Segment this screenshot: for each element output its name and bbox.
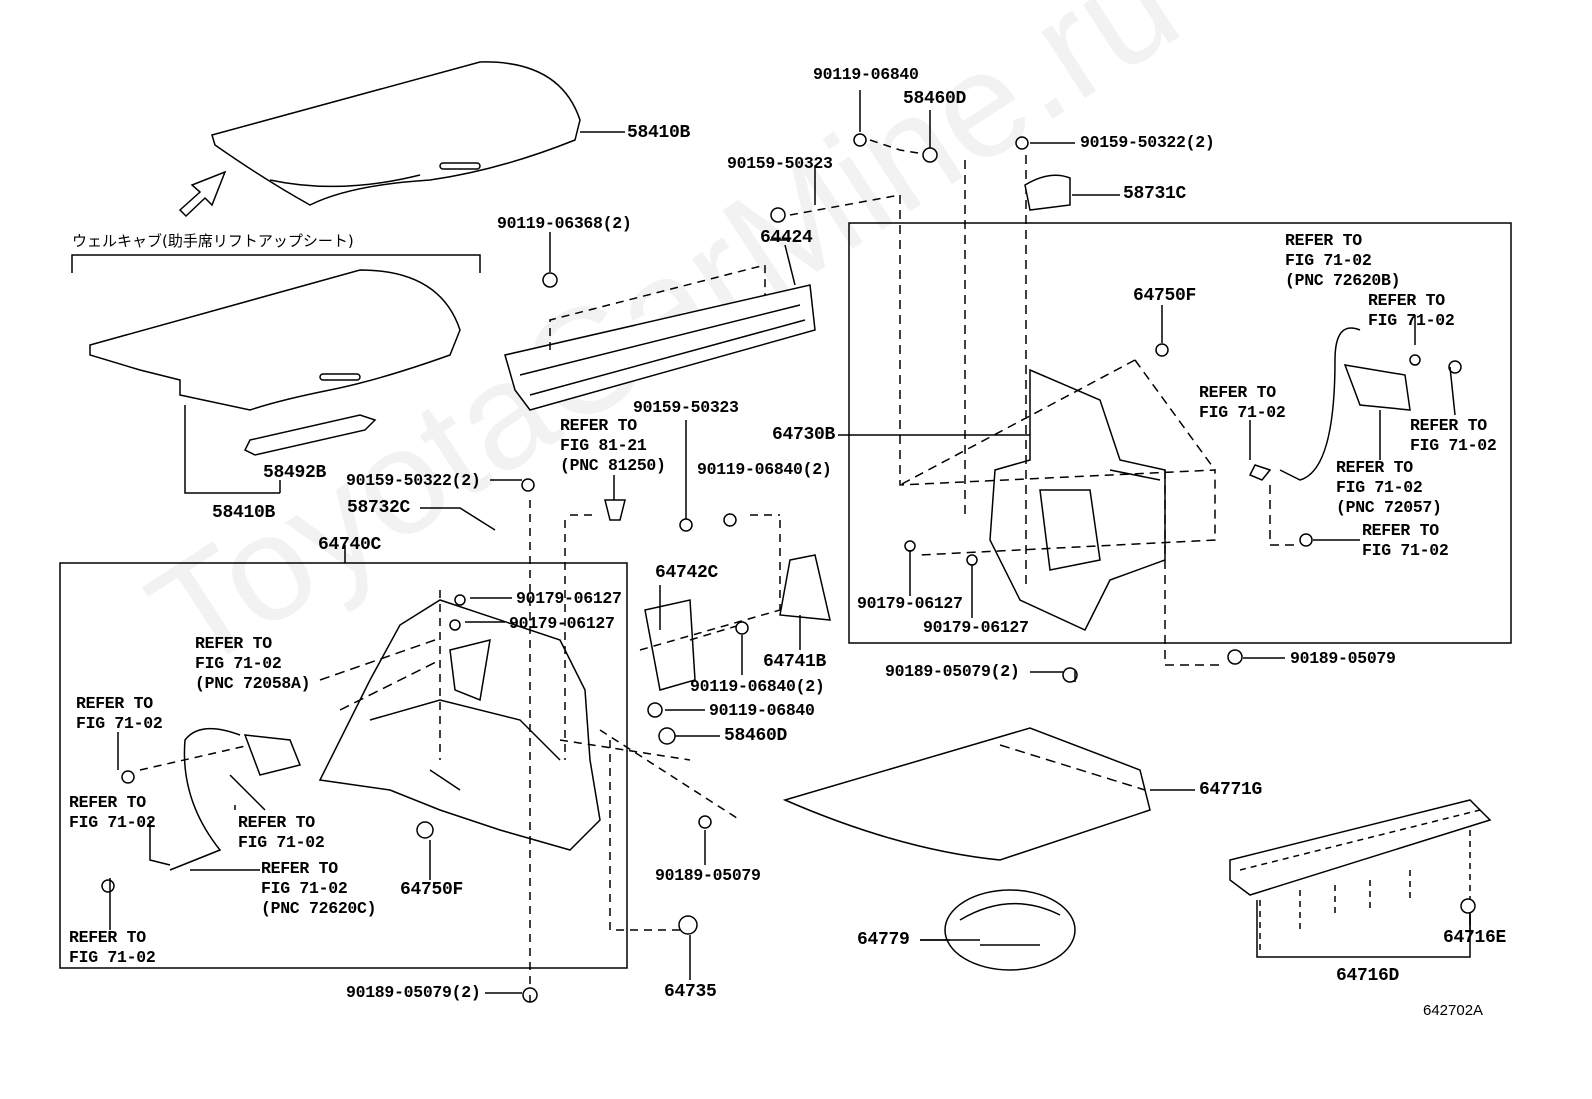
part-label[interactable]: 64742C bbox=[655, 563, 719, 583]
floor-board-64771G bbox=[782, 727, 1151, 861]
part-label[interactable]: 58410B bbox=[627, 123, 691, 143]
cover-58731C bbox=[1024, 174, 1071, 211]
part-label[interactable]: 90159-50322(2) bbox=[346, 471, 481, 490]
part-label[interactable]: 58460D bbox=[724, 726, 788, 746]
part-label[interactable]: 90179-06127 bbox=[857, 594, 963, 613]
bracket-64716D bbox=[1256, 900, 1471, 958]
part-label[interactable]: 64730B bbox=[772, 425, 836, 445]
part-label[interactable]: 64716E bbox=[1443, 928, 1507, 948]
bracket-64741B bbox=[779, 554, 831, 621]
tray-64779 bbox=[944, 889, 1076, 971]
part-label[interactable]: 90189-05079(2) bbox=[346, 983, 481, 1002]
bracket-64742C bbox=[644, 599, 696, 691]
scuff-plate-64716D bbox=[1229, 799, 1492, 896]
quarter-trim-right bbox=[989, 368, 1166, 631]
part-label[interactable]: 90189-05079 bbox=[655, 866, 761, 885]
part-label[interactable]: 58410B bbox=[212, 503, 276, 523]
welcab-note: ウェルキャブ(助手席リフトアップシート) bbox=[72, 232, 354, 250]
part-label[interactable]: 64750F bbox=[1133, 286, 1197, 306]
part-label[interactable]: 90179-06127 bbox=[509, 614, 615, 633]
part-label[interactable]: 90159-50323 bbox=[727, 154, 833, 173]
tonneau-cover-top bbox=[211, 61, 581, 206]
bracket-welcab bbox=[71, 254, 481, 273]
trim-64424 bbox=[504, 284, 816, 411]
part-label[interactable]: 90119-06840 bbox=[813, 65, 919, 84]
group-box-64740C bbox=[59, 562, 628, 969]
leader-lines bbox=[109, 90, 1471, 1002]
arrow-icon bbox=[178, 170, 227, 218]
part-label[interactable]: 58732C bbox=[347, 498, 411, 518]
part-label[interactable]: 90119-06840(2) bbox=[697, 460, 832, 479]
part-label[interactable]: 64771G bbox=[1199, 780, 1263, 800]
part-label[interactable]: 90159-50322(2) bbox=[1080, 133, 1215, 152]
part-label[interactable]: 64424 bbox=[760, 228, 813, 248]
bracket-58410B bbox=[184, 405, 281, 494]
handle-left bbox=[243, 734, 302, 776]
handle-right bbox=[1343, 364, 1411, 411]
part-label[interactable]: 90159-50323 bbox=[633, 398, 739, 417]
group-box-64730B bbox=[848, 222, 1512, 644]
part-label[interactable]: 58492B bbox=[263, 463, 327, 483]
part-label[interactable]: 90179-06127 bbox=[923, 618, 1029, 637]
part-label[interactable]: 64716D bbox=[1336, 966, 1400, 986]
part-label[interactable]: 90179-06127 bbox=[516, 589, 622, 608]
part-label[interactable]: 90189-05079(2) bbox=[885, 662, 1020, 681]
part-label[interactable]: 64740C bbox=[318, 535, 382, 555]
part-label[interactable]: 64735 bbox=[664, 982, 717, 1002]
strap-58492B bbox=[243, 414, 377, 456]
part-label[interactable]: 90119-06840(2) bbox=[690, 677, 825, 696]
part-label[interactable]: 64750F bbox=[400, 880, 464, 900]
part-label[interactable]: 64741B bbox=[763, 652, 827, 672]
part-label[interactable]: 58731C bbox=[1123, 184, 1187, 204]
quarter-trim-left bbox=[318, 599, 601, 851]
part-label[interactable]: 90119-06368(2) bbox=[497, 214, 632, 233]
fastener-icons bbox=[101, 133, 1476, 1003]
figure-id: 642702A bbox=[1423, 1002, 1484, 1019]
tonneau-cover-welcab bbox=[89, 269, 461, 411]
part-label[interactable]: 90189-05079 bbox=[1290, 649, 1396, 668]
part-label[interactable]: 58460D bbox=[903, 89, 967, 109]
part-label[interactable]: 64779 bbox=[857, 930, 910, 950]
part-label[interactable]: 90119-06840 bbox=[709, 701, 815, 720]
